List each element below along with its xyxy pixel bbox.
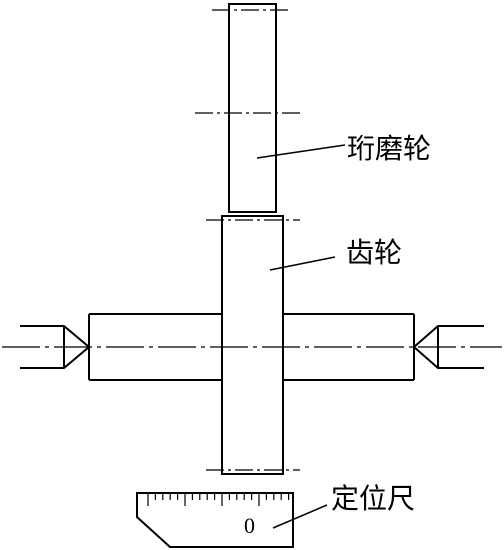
hone-wheel-label: 珩磨轮 [347, 132, 431, 165]
locating-ruler [136, 492, 294, 548]
gear-body [206, 215, 300, 475]
ruler-tick-marks [147, 493, 290, 506]
gear-label: 齿轮 [346, 236, 402, 269]
ruler-leader [272, 504, 328, 529]
hone-wheel [195, 3, 300, 213]
ruler-zero-mark: 0 [244, 513, 255, 538]
gear-leader [269, 256, 336, 271]
hone-wheel-leader [256, 144, 346, 159]
locating-ruler-label: 定位尺 [331, 482, 415, 515]
